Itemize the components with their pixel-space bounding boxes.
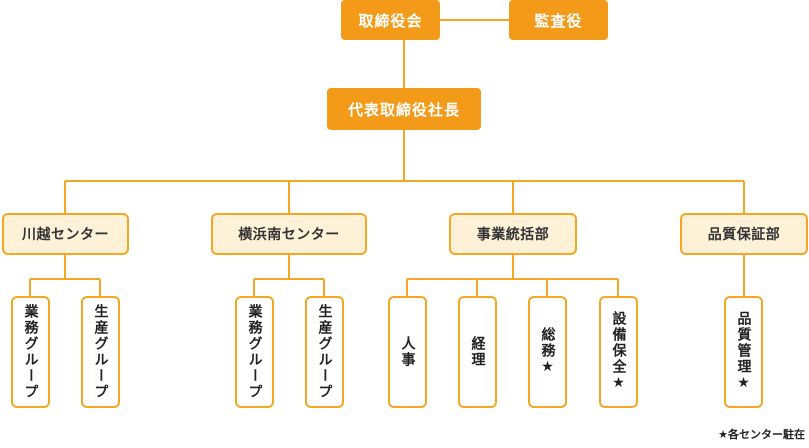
department-business-management: 事業統括部 [449, 213, 577, 255]
president-box: 代表取締役社長 [327, 88, 481, 130]
department-yokohama-minami-center: 横浜南センター [211, 213, 367, 255]
group-box: 設備保全★ [599, 296, 638, 408]
group-box: 人事 [388, 296, 427, 408]
group-box: 業務グループ [235, 296, 274, 408]
group-label: 経理 [469, 336, 486, 368]
group-label: 生産グループ [92, 304, 109, 400]
footnote: ★各センター駐在 [718, 428, 805, 441]
group-box: 業務グループ [11, 296, 50, 408]
department-label: 横浜南センター [238, 227, 340, 243]
group-label: 業務グループ [22, 304, 39, 400]
board-of-directors-box: 取締役会 [341, 0, 440, 40]
department-quality-assurance: 品質保証部 [680, 213, 808, 255]
auditor-box: 監査役 [509, 0, 608, 40]
president-label: 代表取締役社長 [347, 100, 460, 119]
group-box: 生産グループ [305, 296, 344, 408]
department-label: 品質保証部 [707, 227, 781, 243]
group-label: 品質管理★ [735, 311, 752, 393]
group-box: 総務★ [528, 296, 567, 408]
group-label: 総務★ [539, 327, 556, 377]
group-box: 生産グループ [81, 296, 120, 408]
department-label: 川越センター [22, 227, 109, 243]
group-box: 経理 [458, 296, 497, 408]
group-label: 設備保全★ [610, 311, 627, 393]
group-box: 品質管理★ [724, 296, 763, 408]
department-kawagoe-center: 川越センター [2, 213, 129, 255]
board-of-directors-label: 取締役会 [358, 11, 423, 30]
group-label: 業務グループ [246, 304, 263, 400]
group-label: 人事 [399, 336, 416, 368]
group-label: 生産グループ [316, 304, 333, 400]
auditor-label: 監査役 [534, 11, 583, 30]
department-label: 事業統括部 [476, 227, 550, 243]
